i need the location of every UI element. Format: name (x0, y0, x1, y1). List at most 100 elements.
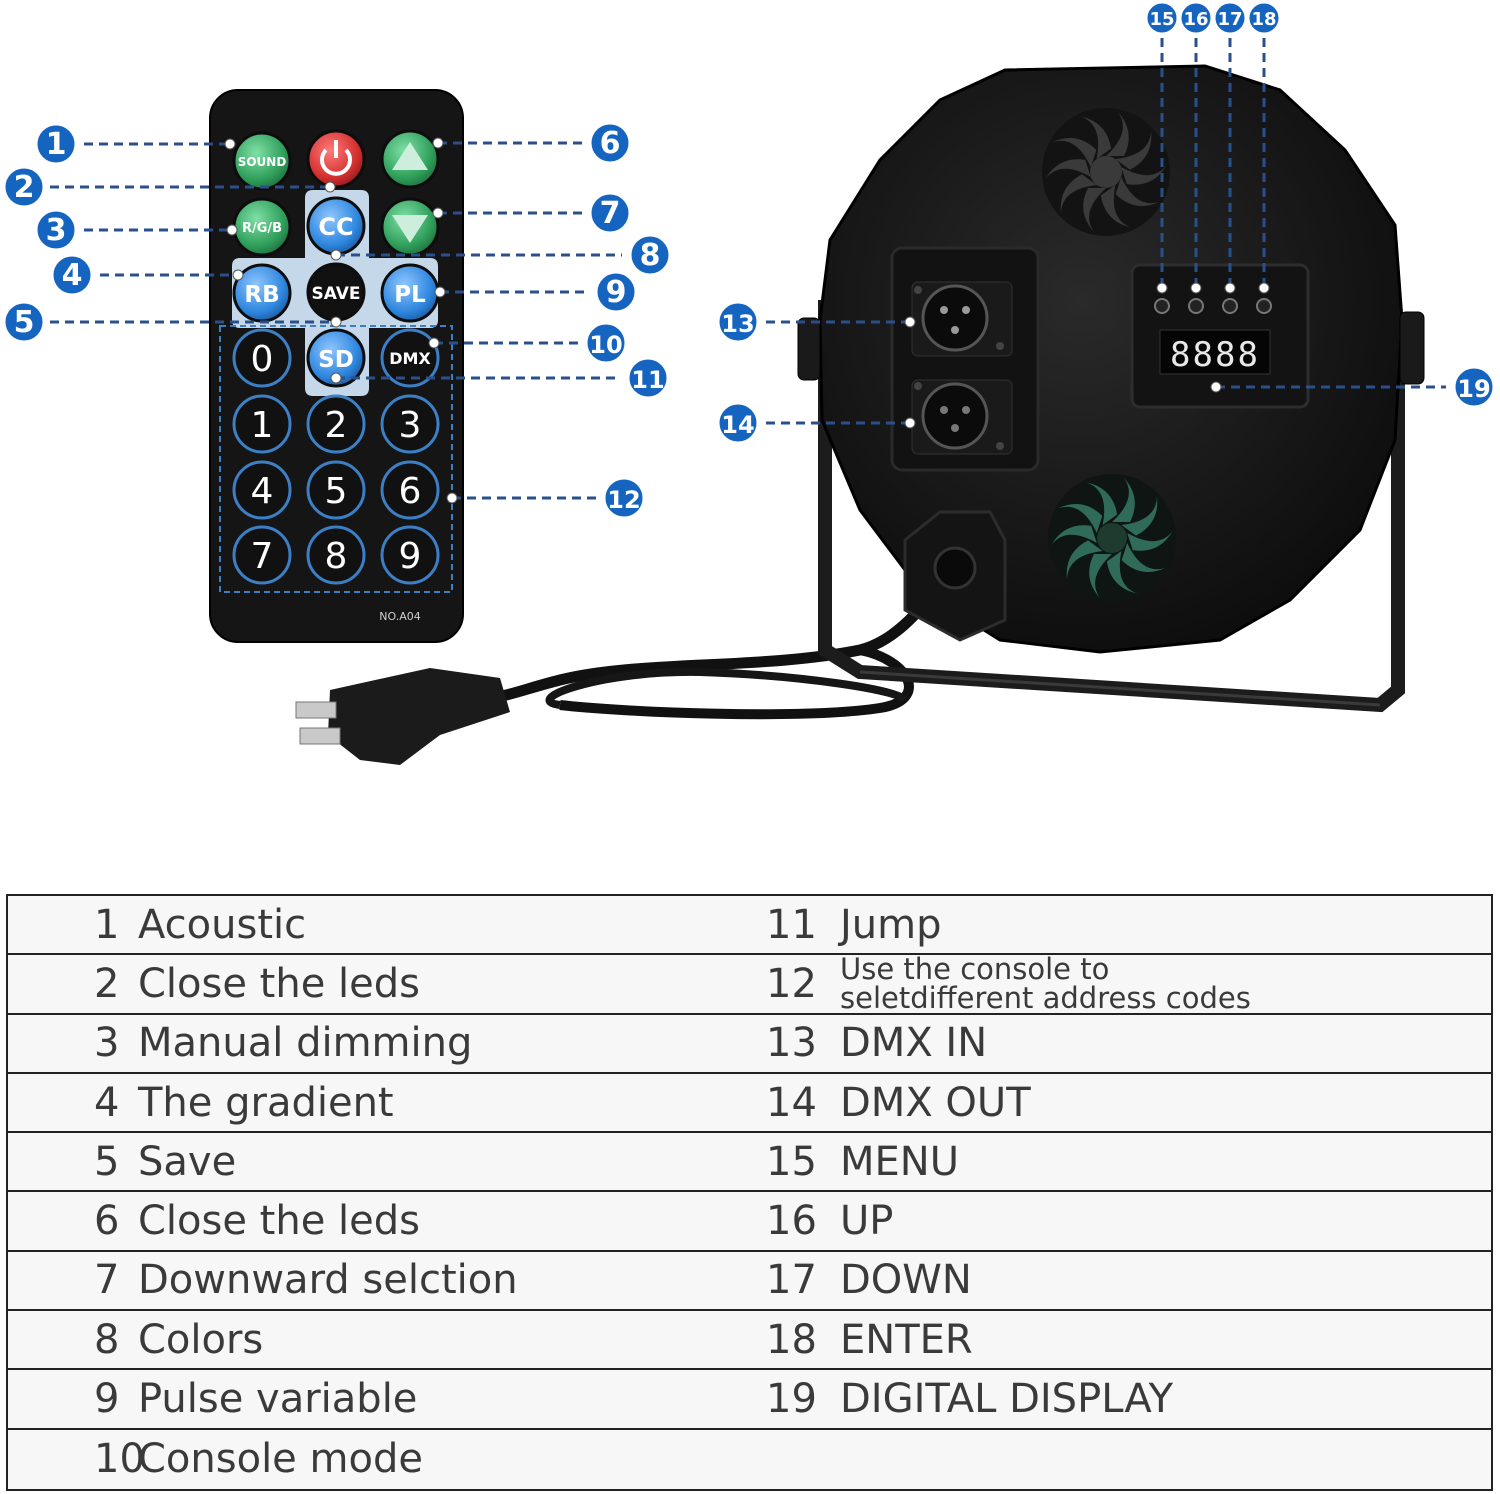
stand-bracket (818, 300, 1405, 713)
callout-number: 10 (589, 331, 622, 359)
digit-key-6[interactable]: 6 (380, 460, 440, 520)
digit-key-8[interactable]: 8 (306, 525, 366, 585)
leader-endpoint (432, 207, 444, 219)
leader-endpoint (1258, 282, 1270, 294)
sound-button[interactable]: SOUND (232, 131, 292, 191)
enter-button[interactable] (1256, 298, 1272, 314)
leader-endpoint (1210, 381, 1222, 393)
legend-left-text: Close the leds (138, 1198, 420, 1245)
callout-number: 16 (1183, 9, 1208, 30)
legend-right-number: 15 (766, 1138, 817, 1185)
triangle-up-icon (392, 142, 428, 170)
callout-17: 17 (1212, 0, 1248, 36)
legend-left-cell: 3 Manual dimming (94, 1015, 472, 1072)
legend-left-number: 4 (94, 1079, 120, 1126)
digit-key-0[interactable]: 0 (232, 328, 292, 388)
digit-key-label: 2 (325, 405, 348, 446)
digit-key-2[interactable]: 2 (306, 394, 366, 454)
legend-right-number: 16 (766, 1198, 817, 1245)
legend-left-text: Acoustic (138, 901, 307, 948)
leader-endpoint (904, 417, 916, 429)
svg-text:PL: PL (394, 282, 426, 308)
legend-left-number: 1 (94, 901, 120, 948)
legend-left-text: Downward selction (138, 1257, 518, 1304)
legend-left-number: 10 (94, 1436, 145, 1483)
digit-key-5[interactable]: 5 (306, 460, 366, 520)
bottom-fan (1048, 474, 1176, 602)
legend-right-cell (766, 1430, 840, 1489)
callout-number: 12 (607, 486, 640, 514)
up-arrow-button[interactable] (380, 129, 440, 189)
down-button[interactable] (1222, 298, 1238, 314)
legend-right-number: 13 (766, 1020, 817, 1067)
legend-left-text: Save (138, 1138, 237, 1185)
callout-7: 7 (588, 191, 632, 235)
callout-8: 8 (628, 233, 672, 277)
legend-right-cell: 15 MENU (766, 1133, 959, 1190)
pl-button[interactable]: PL (380, 263, 440, 323)
digit-key-label: 1 (251, 405, 274, 446)
save-button[interactable]: SAVE (306, 262, 366, 322)
callout-3: 3 (34, 208, 78, 252)
digit-key-label: 6 (399, 471, 422, 512)
legend-left-text: Colors (138, 1316, 264, 1363)
rgb-button[interactable]: R/G/B (232, 197, 292, 257)
digit-key-7[interactable]: 7 (232, 525, 292, 585)
digit-key-1[interactable]: 1 (232, 394, 292, 454)
plug-prong-top (295, 701, 337, 719)
display-readout: 8888 (1170, 335, 1260, 375)
legend-left-cell: 4 The gradient (94, 1074, 394, 1131)
power-button[interactable] (306, 129, 366, 189)
menu-button[interactable] (1154, 298, 1170, 314)
callout-12: 12 (602, 476, 646, 520)
legend-right-text: UP (840, 1198, 894, 1245)
svg-text:CC: CC (318, 213, 353, 241)
legend-left-number: 2 (94, 960, 120, 1007)
legend-right-text: DMX OUT (840, 1079, 1031, 1126)
digit-key-label: 5 (325, 471, 348, 512)
digit-key-4[interactable]: 4 (232, 460, 292, 520)
sd-button[interactable]: SD (306, 328, 366, 388)
svg-text:R/G/B: R/G/B (242, 221, 282, 236)
callout-number: 14 (721, 411, 754, 439)
up-button[interactable] (1188, 298, 1204, 314)
callout-4: 4 (50, 253, 94, 297)
leader-endpoint (1156, 282, 1168, 294)
legend-left-number: 3 (94, 1020, 120, 1067)
legend-right-text: MENU (840, 1138, 959, 1185)
legend-right-number: 11 (766, 901, 817, 948)
callout-number: 5 (14, 305, 35, 340)
callout-number: 15 (1149, 9, 1174, 30)
callout-11: 11 (626, 356, 670, 400)
rb-button[interactable]: RB (232, 263, 292, 323)
digit-key-label: 4 (251, 471, 274, 512)
cc-button[interactable]: CC (306, 196, 366, 256)
leader-endpoint (428, 337, 440, 349)
callout-19: 19 (1452, 365, 1496, 409)
down-arrow-button[interactable] (380, 197, 440, 257)
dmx-button[interactable]: DMX (380, 328, 440, 388)
legend-left-text: Manual dimming (138, 1020, 473, 1067)
digit-key-label: 7 (251, 536, 274, 577)
digit-key-label: 3 (399, 405, 422, 446)
leader-lines (50, 38, 1446, 504)
left-knob (797, 317, 821, 381)
digit-key-3[interactable]: 3 (380, 394, 440, 454)
callout-15: 15 (1144, 0, 1180, 36)
legend-left-text: The gradient (138, 1079, 394, 1126)
digit-key-9[interactable]: 9 (380, 525, 440, 585)
legend-right-number: 17 (766, 1257, 817, 1304)
leader-endpoint (324, 181, 336, 193)
